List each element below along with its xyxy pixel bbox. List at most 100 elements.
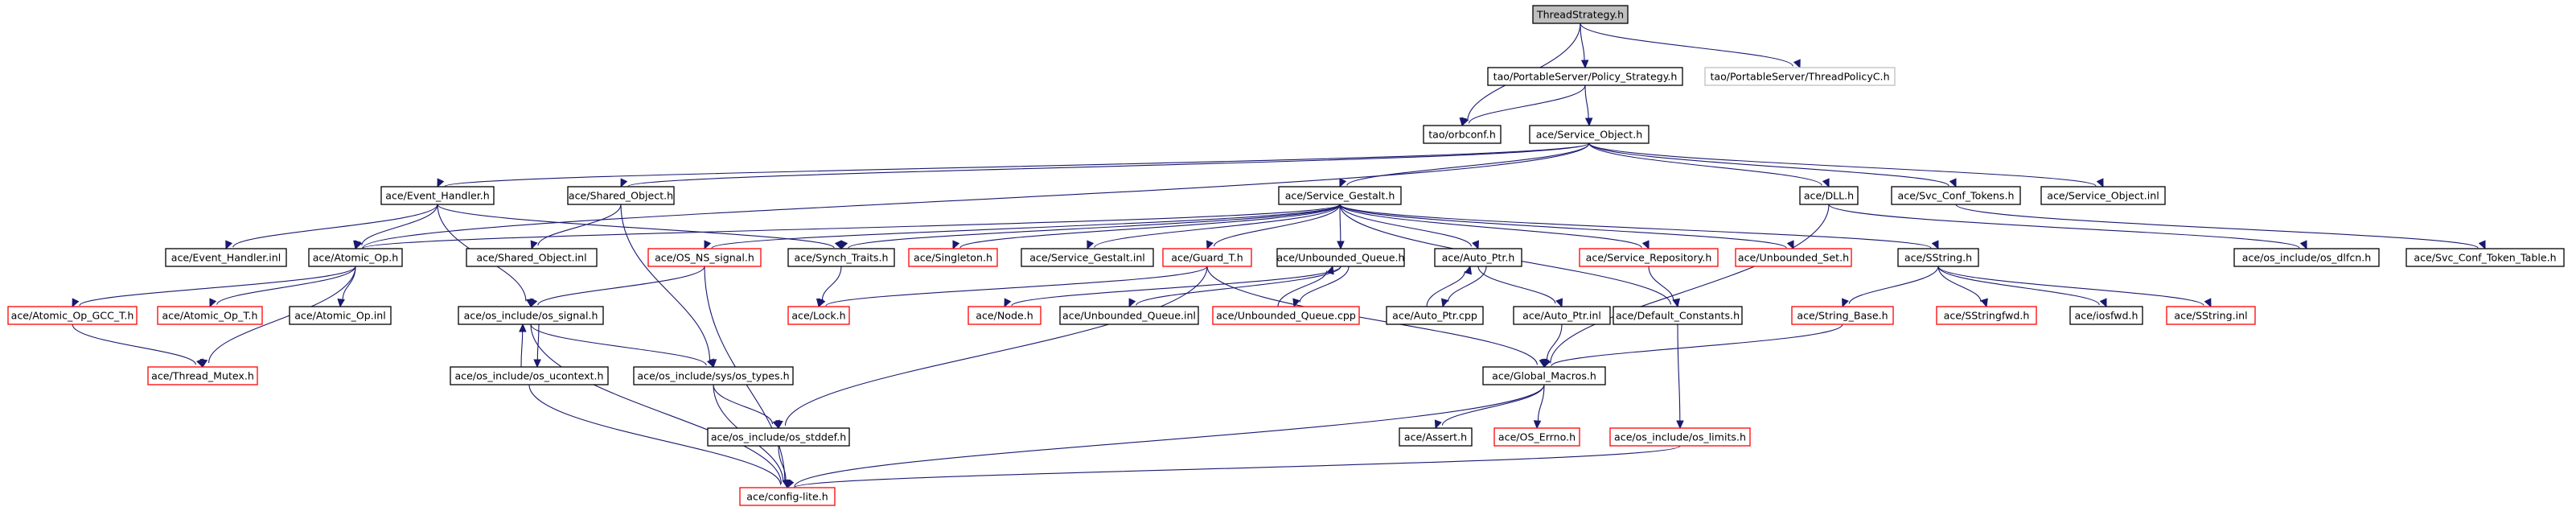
edge-arrowhead <box>772 419 780 430</box>
include-edge <box>1426 271 1465 307</box>
graph-node[interactable]: ace/Guard_T.h <box>1162 248 1252 267</box>
node-label: ace/Auto_Ptr.cpp <box>1392 310 1477 322</box>
include-edge <box>1551 323 1843 367</box>
graph-node[interactable]: ace/Event_Handler.h <box>380 186 495 205</box>
graph-node[interactable]: ace/Service_Object.h <box>1529 125 1650 144</box>
node-label: ace/Global_Macros.h <box>1492 370 1596 382</box>
node-label: ace/os_include/os_signal.h <box>464 310 598 322</box>
graph-node[interactable]: ace/Global_Macros.h <box>1482 366 1606 385</box>
graph-node[interactable]: ace/Unbounded_Set.h <box>1735 248 1852 267</box>
edge-arrowhead <box>2299 240 2307 250</box>
graph-node[interactable]: ace/DLL.h <box>1799 186 1859 205</box>
edge-arrowhead <box>1339 178 1347 188</box>
graph-node[interactable]: ace/os_include/os_signal.h <box>458 306 604 325</box>
graph-node[interactable]: ace/SString.h <box>1897 248 1979 267</box>
graph-node[interactable]: tao/PortableServer/Policy_Strategy.h <box>1487 67 1683 86</box>
graph-node[interactable]: ace/os_include/sys/os_types.h <box>633 366 794 385</box>
graph-node[interactable]: ace/Node.h <box>968 306 1041 325</box>
graph-node[interactable]: ace/Auto_Ptr.cpp <box>1386 306 1484 325</box>
graph-node[interactable]: ace/SStringfwd.h <box>1936 306 2037 325</box>
node-label: ace/OS_Errno.h <box>1498 431 1576 443</box>
graph-node[interactable]: ace/Svc_Conf_Tokens.h <box>1891 186 2021 205</box>
graph-node[interactable]: ace/Event_Handler.inl <box>165 248 287 267</box>
node-label: ace/Node.h <box>976 310 1033 322</box>
edge-arrowhead <box>72 298 80 308</box>
graph-node[interactable]: ace/Synch_Traits.h <box>787 248 895 267</box>
graph-node[interactable]: ace/Service_Repository.h <box>1579 248 1719 267</box>
include-edge <box>1094 204 1341 248</box>
graph-node[interactable]: ace/Assert.h <box>1399 427 1473 447</box>
edge-arrowhead <box>1337 241 1345 250</box>
node-box <box>147 366 258 385</box>
graph-node[interactable]: ace/Shared_Object.h <box>567 186 675 205</box>
node-box <box>1891 186 2021 205</box>
node-box <box>380 186 495 205</box>
include-edge <box>1537 384 1545 422</box>
node-box <box>466 248 598 267</box>
graph-node[interactable]: ace/Service_Gestalt.inl <box>1021 248 1154 267</box>
graph-node[interactable]: ace/Shared_Object.inl <box>466 248 598 267</box>
graph-node[interactable]: ace/Service_Object.inl <box>2040 186 2166 205</box>
edge-arrowhead <box>1461 117 1469 127</box>
graph-node[interactable]: ace/Lock.h <box>787 306 850 325</box>
graph-node[interactable]: ace/SString.inl <box>2166 306 2256 325</box>
graph-node[interactable]: ace/Singleton.h <box>908 248 998 267</box>
node-box <box>2069 306 2143 325</box>
graph-node[interactable]: ace/Svc_Conf_Token_Table.h <box>2405 248 2565 267</box>
include-edge <box>530 323 707 366</box>
node-box <box>7 306 138 325</box>
graph-node[interactable]: ace/Atomic_Op_GCC_T.h <box>7 306 138 325</box>
graph-node[interactable]: ace/Thread_Mutex.h <box>147 366 258 385</box>
include-edge <box>1580 23 1793 67</box>
graph-node[interactable]: ace/Atomic_Op_T.h <box>157 306 263 325</box>
graph-node[interactable]: ace/os_include/os_dlfcn.h <box>2233 248 2380 267</box>
graph-node[interactable]: ace/os_include/os_ucontext.h <box>450 366 609 385</box>
include-edge <box>1011 266 1341 307</box>
graph-node[interactable]: tao/orbconf.h <box>1423 125 1502 144</box>
graph-node[interactable]: ace/Atomic_Op.h <box>308 248 403 267</box>
graph-node[interactable]: ace/Unbounded_Queue.h <box>1276 248 1405 267</box>
graph-node[interactable]: ace/os_include/os_stddef.h <box>707 427 850 447</box>
node-box <box>787 248 895 267</box>
graph-node[interactable]: ace/Service_Gestalt.h <box>1278 186 1402 205</box>
graph-node[interactable]: ace/String_Base.h <box>1791 306 1894 325</box>
graph-node[interactable]: ace/Unbounded_Queue.cpp <box>1212 306 1360 325</box>
graph-node[interactable]: ace/OS_Errno.h <box>1493 427 1580 447</box>
include-edge <box>72 323 196 365</box>
node-label: ace/Lock.h <box>791 310 845 322</box>
graph-node[interactable]: ace/Atomic_Op.inl <box>289 306 392 325</box>
edge-arrowhead <box>1472 240 1479 250</box>
graph-node: ThreadStrategy.h <box>1532 5 1629 24</box>
include-edge <box>437 204 835 249</box>
node-box <box>1434 248 1522 267</box>
edge-arrowhead <box>2204 298 2212 308</box>
node-box <box>1513 306 1611 325</box>
edge-arrowhead <box>1087 240 1095 250</box>
graph-node[interactable]: tao/PortableServer/ThreadPolicyC.h <box>1704 67 1896 86</box>
graph-node[interactable]: ace/config-lite.h <box>739 487 836 506</box>
graph-node[interactable]: ace/iosfwd.h <box>2069 306 2143 325</box>
graph-node[interactable]: ace/OS_NS_signal.h <box>647 248 762 267</box>
include-edge <box>1339 204 1932 249</box>
include-edge <box>1546 323 1563 361</box>
include-edge <box>1441 384 1545 426</box>
node-box <box>1735 248 1852 267</box>
edge-arrowhead <box>1434 419 1442 430</box>
node-box <box>567 186 675 205</box>
edge-arrowhead <box>196 358 203 369</box>
node-box <box>633 366 794 385</box>
include-edge <box>216 266 356 305</box>
graph-node[interactable]: ace/Default_Constants.h <box>1613 306 1743 325</box>
node-box <box>1936 306 2037 325</box>
include-edge <box>959 204 1341 249</box>
include-edge <box>620 204 711 361</box>
graph-node[interactable]: ace/os_include/os_limits.h <box>1609 427 1751 447</box>
edge-arrowhead <box>1326 265 1334 275</box>
graph-node[interactable]: ace/Unbounded_Queue.inl <box>1059 306 1199 325</box>
edge-arrowhead <box>1842 298 1849 308</box>
graph-node[interactable]: ace/Auto_Ptr.inl <box>1513 306 1611 325</box>
graph-node[interactable]: ace/Auto_Ptr.h <box>1434 248 1522 267</box>
node-label: ace/Guard_T.h <box>1171 252 1243 264</box>
include-edge <box>627 142 1590 188</box>
